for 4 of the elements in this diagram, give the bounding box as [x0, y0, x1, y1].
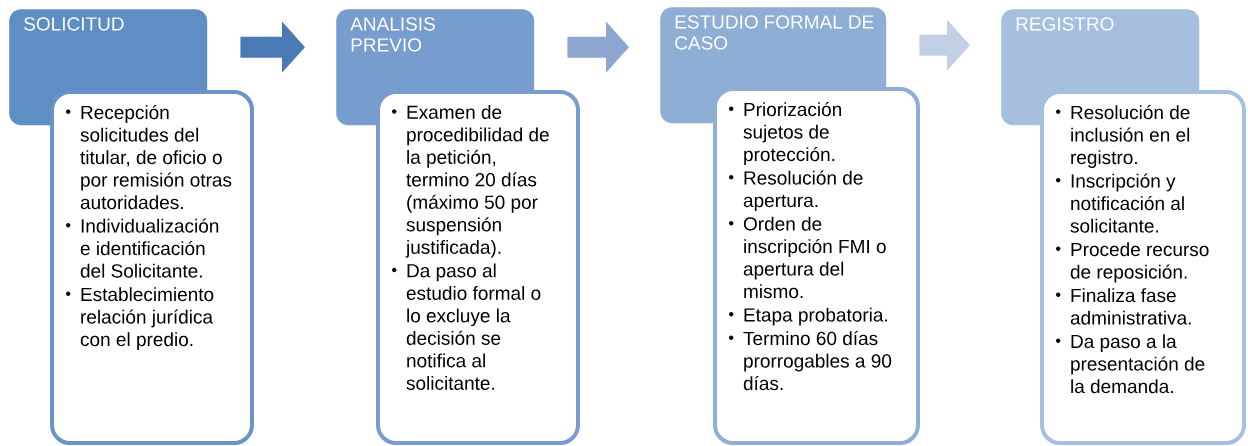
detail-box: Priorización sujetos de protección. Resolución de apertura. Orden de inscripción FMI o apertura del mismo. Etapa probatoria. Termino 60 días prorrogables a 90 días. [713, 87, 920, 445]
detail-box: Recepción solicitudes del titular, de oficio o por remisión otras autoridades. Individualización e identificación del Solicitante. Establecimiento relación jurídica con el predio. [50, 90, 254, 445]
detail-box: Resolución de inclusión en el registro. Inscripción y notificación al solicitante. Procede recurso de reposición. Finaliza fase administrativa. Da paso a la presentación de la demanda. [1040, 90, 1246, 445]
detail-box: Examen de procedibilidad de la petición, termino 20 días (máximo 50 por suspensión justificada). Da paso al estudio formal o lo excluye la decisión se notifica al solicitante. [376, 90, 580, 445]
